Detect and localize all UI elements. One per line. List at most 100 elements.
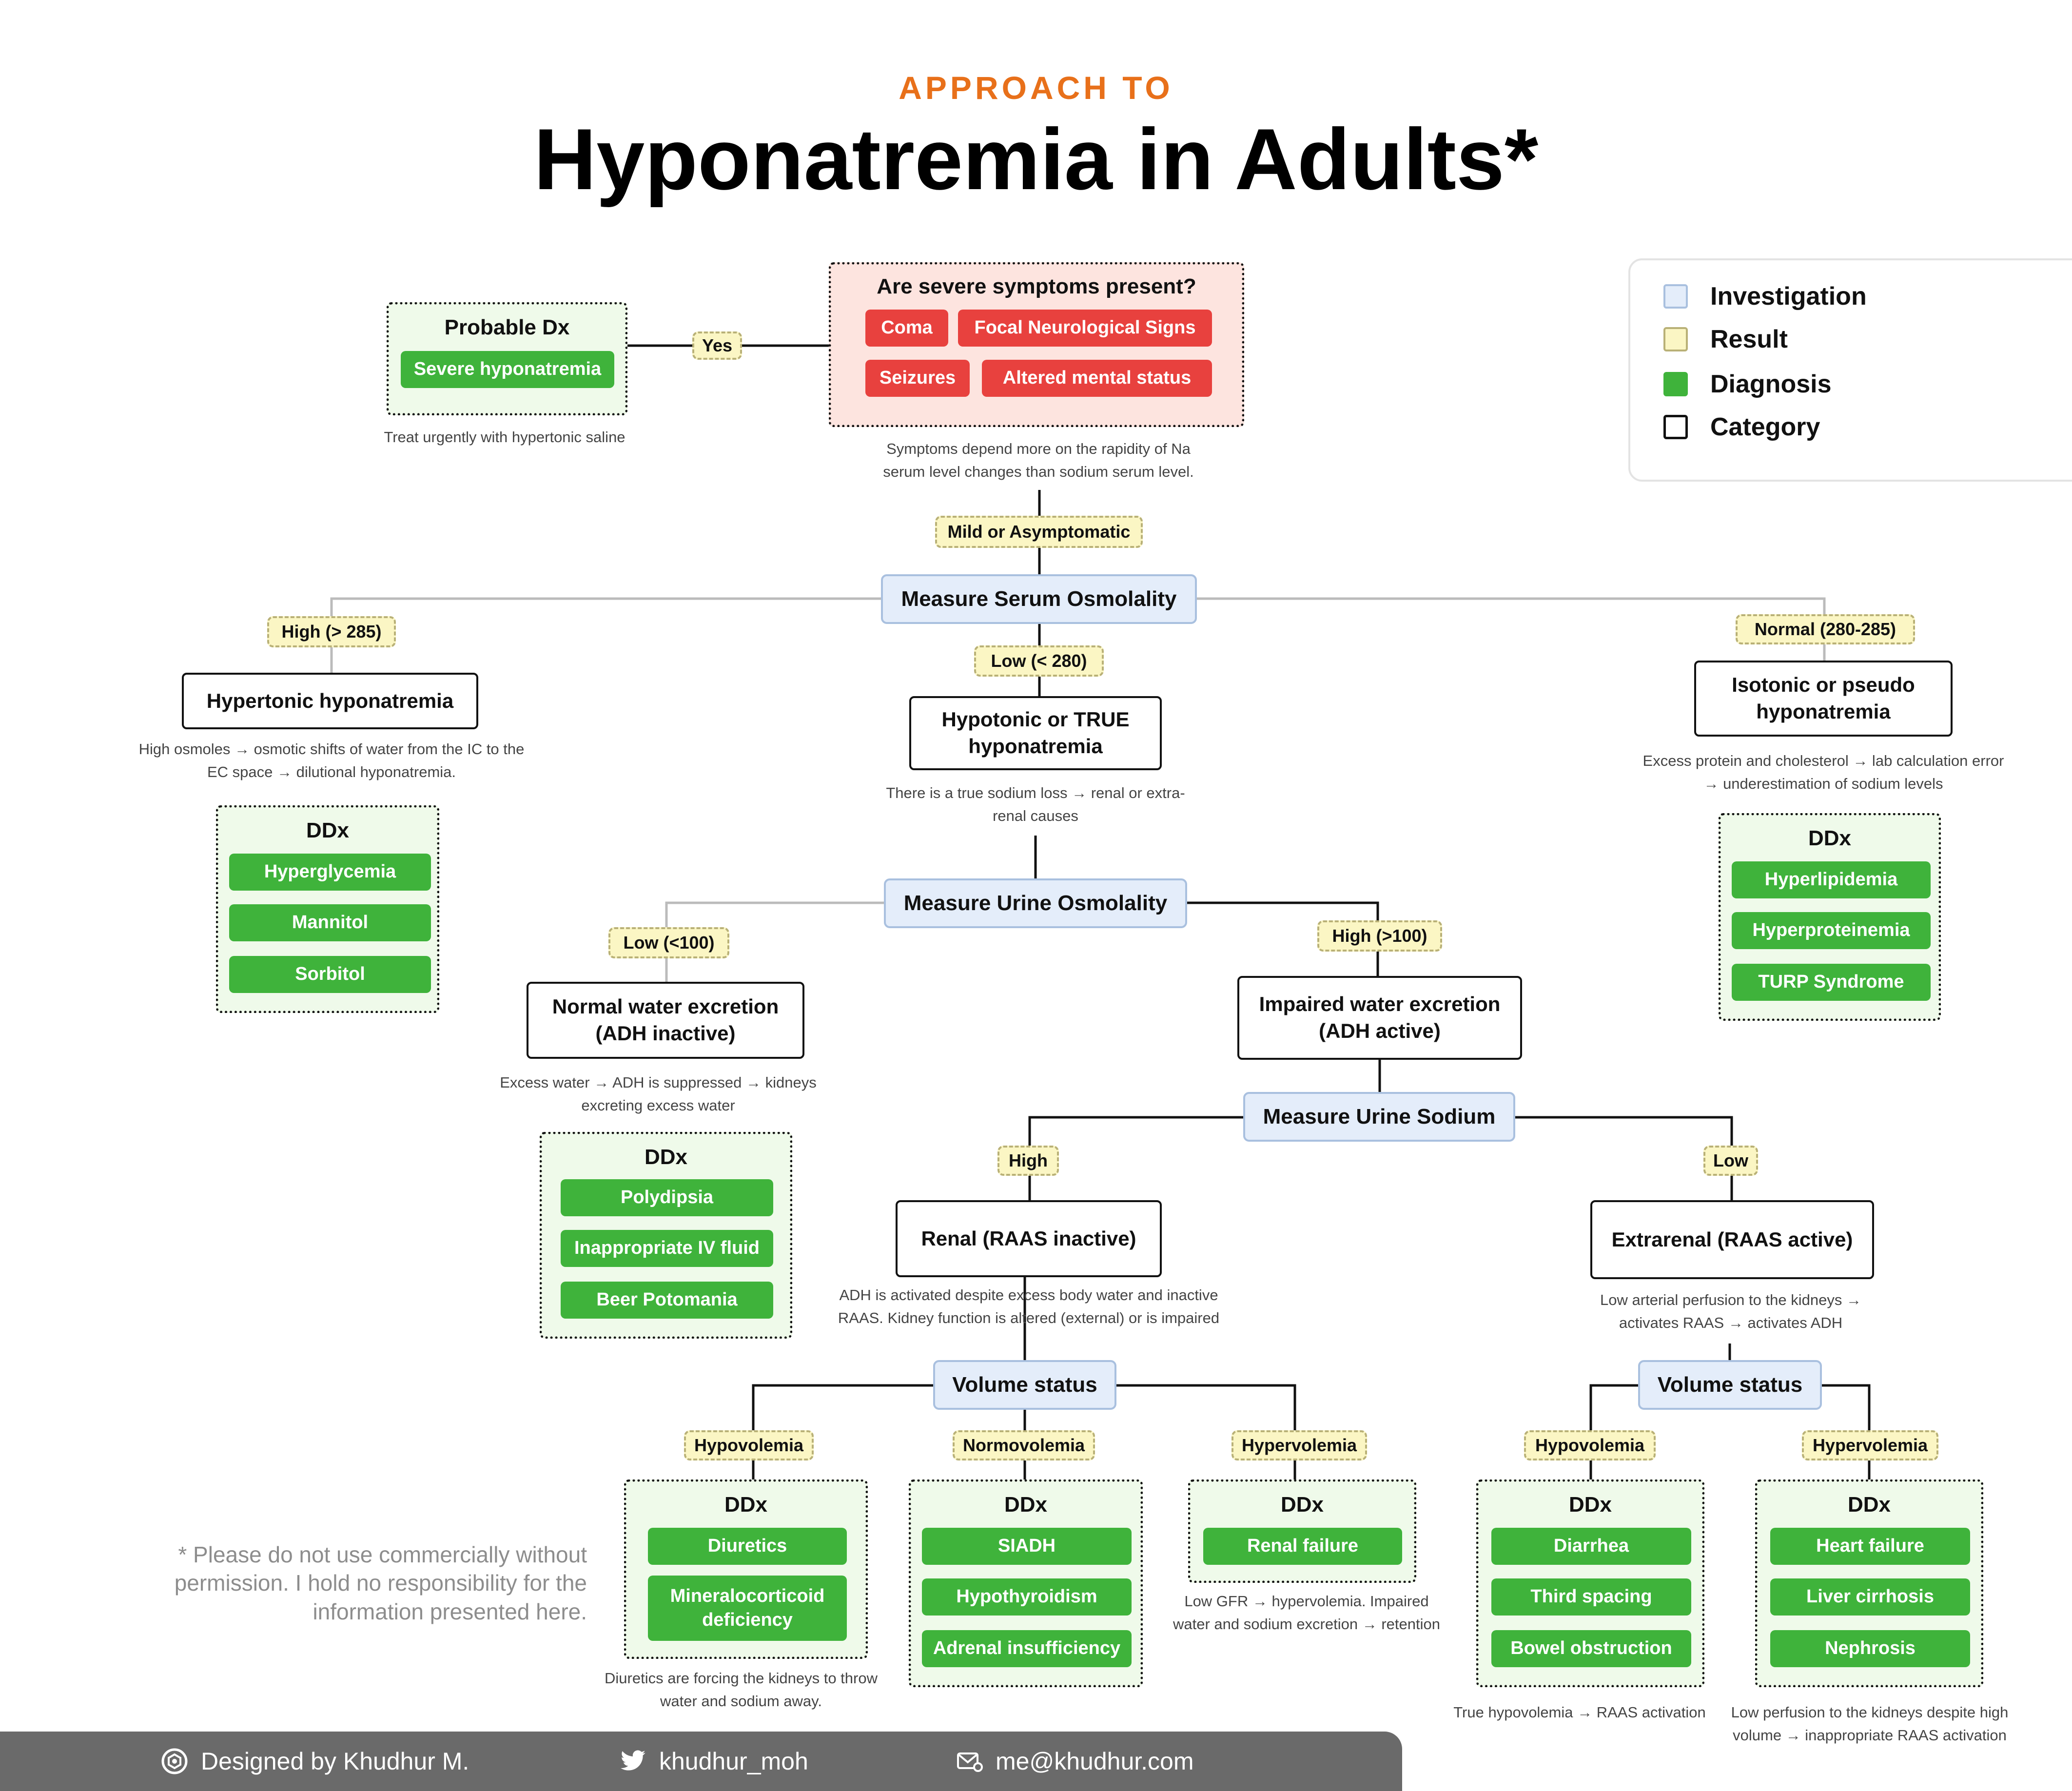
serum-normal-result: Normal (280-285) — [1736, 614, 1915, 644]
impaired-water-category: Impaired water excretion (ADH active) — [1237, 976, 1522, 1060]
footer-email-link[interactable]: me@khudhur.com — [957, 1732, 1194, 1791]
normal-water-category: Normal water excretion (ADH inactive) — [527, 982, 804, 1059]
normal-water-ddx-title: DDx — [644, 1145, 688, 1169]
symptom-focal-neuro: Focal Neurological Signs — [958, 310, 1212, 347]
serum-low-result: Low (< 280) — [974, 645, 1104, 677]
severe-question: Are severe symptoms present? — [877, 274, 1196, 298]
dx-heart-failure: Heart failure — [1770, 1528, 1970, 1565]
extrarenal-volume-status: Volume status — [1638, 1360, 1822, 1410]
dx-mannitol: Mannitol — [229, 904, 431, 941]
probable-note: Treat urgently with hypertonic saline — [384, 428, 626, 446]
legend-item-diagnosis: Diagnosis — [1663, 370, 1832, 399]
symptom-altered-mental: Altered mental status — [982, 360, 1212, 397]
connector-serum-normal — [1197, 597, 1826, 661]
hypotonic-note: There is a true sodium loss → renal or e… — [886, 784, 1185, 824]
legend-swatch-result — [1663, 327, 1688, 351]
isotonic-category: Isotonic or pseudo hyponatremia — [1694, 661, 1953, 737]
renal-hypo-ddx-box: DDx Diuretics Mineralocorticoid deficien… — [624, 1480, 868, 1659]
legend-swatch-investigation — [1663, 284, 1688, 309]
diagram-subtitle: APPROACH TO — [899, 70, 1173, 106]
twitter-icon — [620, 1750, 646, 1772]
mail-icon — [957, 1751, 983, 1772]
extrarenal-category: Extrarenal (RAAS active) — [1590, 1200, 1874, 1279]
severe-note: Symptoms depend more on the rapidity of … — [883, 440, 1194, 480]
urine-low-result: Low (<100) — [608, 927, 729, 958]
diagram-title: Hyponatremia in Adults* — [533, 111, 1539, 208]
normal-water-note: Excess water → ADH is suppressed → kidne… — [500, 1074, 817, 1114]
dx-hyperproteinemia: Hyperproteinemia — [1732, 912, 1931, 949]
isotonic-ddx-box: DDx Hyperlipidemia Hyperproteinemia TURP… — [1719, 813, 1941, 1021]
extra-hypervolemia-result: Hypervolemia — [1802, 1430, 1938, 1460]
renal-category: Renal (RAAS inactive) — [896, 1200, 1162, 1277]
yes-result: Yes — [692, 331, 742, 360]
renal-volume-status: Volume status — [933, 1360, 1116, 1410]
dx-diuretics: Diuretics — [648, 1528, 847, 1565]
dx-adrenal-insufficiency: Adrenal insufficiency — [922, 1630, 1132, 1667]
serum-high-result: High (> 285) — [267, 616, 396, 647]
renal-hyper-ddx-title: DDx — [1280, 1493, 1324, 1517]
legend-label-category: Category — [1710, 413, 1820, 441]
footer-twitter-text: khudhur_moh — [659, 1748, 808, 1775]
dx-liver-cirrhosis: Liver cirrhosis — [1770, 1578, 1970, 1616]
legend-item-result: Result — [1663, 325, 1788, 354]
footer-designer: Designed by Khudhur M. — [161, 1732, 469, 1791]
renal-hyper-note: Low GFR → hypervolemia. Impaired water a… — [1173, 1593, 1440, 1633]
legend-label-diagnosis: Diagnosis — [1710, 370, 1832, 398]
footer-designer-text: Designed by Khudhur M. — [201, 1748, 469, 1775]
dx-hyperglycemia: Hyperglycemia — [229, 854, 431, 891]
extra-hypo-note: True hypovolemia → RAAS activation — [1453, 1704, 1706, 1721]
probable-dx-box: Probable Dx Severe hyponatremia — [387, 302, 627, 415]
dx-sorbitol: Sorbitol — [229, 956, 431, 993]
renal-hypo-note: Diuretics are forcing the kidneys to thr… — [605, 1670, 878, 1710]
badge-icon — [161, 1748, 188, 1775]
isotonic-note: Excess protein and cholesterol → lab cal… — [1642, 752, 2004, 792]
hypotonic-category: Hypotonic or TRUE hyponatremia — [909, 696, 1162, 770]
dx-renal-failure: Renal failure — [1203, 1528, 1402, 1565]
dx-turp-syndrome: TURP Syndrome — [1732, 964, 1931, 1001]
disclaimer: * Please do not use commercially without… — [174, 1542, 587, 1624]
dx-polydipsia: Polydipsia — [561, 1179, 773, 1216]
renal-hypervolemia-result: Hypervolemia — [1231, 1430, 1367, 1460]
urine-high-result: High (>100) — [1317, 920, 1442, 952]
footer-twitter-link[interactable]: khudhur_moh — [620, 1732, 808, 1791]
footer-email-text: me@khudhur.com — [996, 1748, 1194, 1775]
probable-dx-title: Probable Dx — [444, 315, 570, 339]
isotonic-ddx-title: DDx — [1808, 826, 1852, 850]
dx-inappropriate-iv-fluid: Inappropriate IV fluid — [561, 1230, 773, 1267]
renal-hypovolemia-result: Hypovolemia — [684, 1430, 814, 1460]
legend-item-investigation: Investigation — [1663, 282, 1867, 311]
hypertonic-ddx-title: DDx — [306, 818, 350, 842]
extra-hyper-note: Low perfusion to the kidneys despite hig… — [1731, 1704, 2009, 1744]
dx-beer-potomania: Beer Potomania — [561, 1282, 773, 1319]
extra-hypo-ddx-title: DDx — [1568, 1493, 1612, 1517]
renal-normo-ddx-title: DDx — [1004, 1493, 1048, 1517]
extra-hyper-ddx-title: DDx — [1847, 1493, 1891, 1517]
dx-bowel-obstruction: Bowel obstruction — [1491, 1630, 1691, 1667]
renal-note: ADH is activated despite excess body wat… — [838, 1286, 1220, 1326]
connector-sodium-high — [1028, 1116, 1243, 1200]
urine-sodium-investigation: Measure Urine Sodium — [1243, 1092, 1515, 1142]
legend-swatch-diagnosis — [1663, 372, 1688, 396]
urine-osmolality-investigation: Measure Urine Osmolality — [884, 878, 1187, 928]
dx-siadh: SIADH — [922, 1528, 1132, 1565]
dx-nephrosis: Nephrosis — [1770, 1630, 1970, 1667]
extra-hypovolemia-result: Hypovolemia — [1524, 1430, 1656, 1460]
hypertonic-note: High osmoles → osmotic shifts of water f… — [138, 740, 525, 780]
legend-label-investigation: Investigation — [1710, 282, 1867, 311]
extra-hyper-ddx-box: DDx Heart failure Liver cirrhosis Nephro… — [1755, 1480, 1983, 1687]
renal-hypo-ddx-title: DDx — [724, 1493, 768, 1517]
renal-normovolemia-result: Normovolemia — [953, 1430, 1095, 1460]
sodium-low-result: Low — [1703, 1146, 1758, 1176]
connector-sodium-low — [1515, 1116, 1733, 1200]
dx-third-spacing: Third spacing — [1491, 1578, 1691, 1616]
footer-bar: Designed by Khudhur M. khudhur_moh me@kh… — [0, 1732, 1402, 1791]
legend: Investigation Result Diagnosis Category — [1628, 258, 2072, 482]
mild-result: Mild or Asymptomatic — [935, 516, 1143, 548]
normal-water-ddx-box: DDx Polydipsia Inappropriate IV fluid Be… — [540, 1132, 792, 1339]
legend-swatch-category — [1663, 415, 1688, 439]
hypertonic-ddx-box: DDx Hyperglycemia Mannitol Sorbitol — [216, 805, 439, 1013]
connector-urine-high — [1187, 901, 1379, 977]
symptom-seizures: Seizures — [865, 360, 970, 397]
extra-hypo-ddx-box: DDx Diarrhea Third spacing Bowel obstruc… — [1476, 1480, 1704, 1687]
dx-hyperlipidemia: Hyperlipidemia — [1732, 861, 1931, 898]
